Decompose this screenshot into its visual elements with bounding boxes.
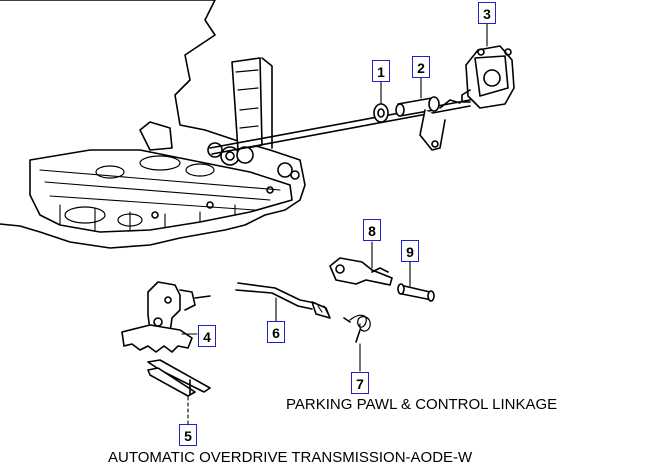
- callout-8: 8: [363, 219, 381, 241]
- pawl-shaft: [397, 283, 435, 302]
- callout-4: 4: [198, 325, 216, 347]
- manual-shaft: [209, 96, 471, 155]
- callout-9: 9: [401, 240, 419, 262]
- callout-7: 7: [351, 372, 369, 394]
- range-sensor: [461, 45, 515, 109]
- diagram-subtitle: PARKING PAWL & CONTROL LINKAGE: [286, 396, 558, 413]
- callout-3: 3: [478, 2, 496, 24]
- detent-spring: [147, 359, 211, 397]
- callout-2: 2: [412, 56, 430, 78]
- callout-6: 6: [267, 321, 285, 343]
- return-spring: [343, 314, 371, 343]
- callout-5: 5: [179, 424, 197, 446]
- diagram-title: AUTOMATIC OVERDRIVE TRANSMISSION-AODE-W: [108, 449, 473, 466]
- leader-lines: [181, 23, 488, 425]
- actuating-rod: [235, 282, 331, 319]
- detent-lever: [121, 281, 211, 353]
- callout-1: 1: [372, 60, 390, 82]
- transmission-case: [0, 0, 306, 249]
- parking-pawl: [329, 257, 393, 286]
